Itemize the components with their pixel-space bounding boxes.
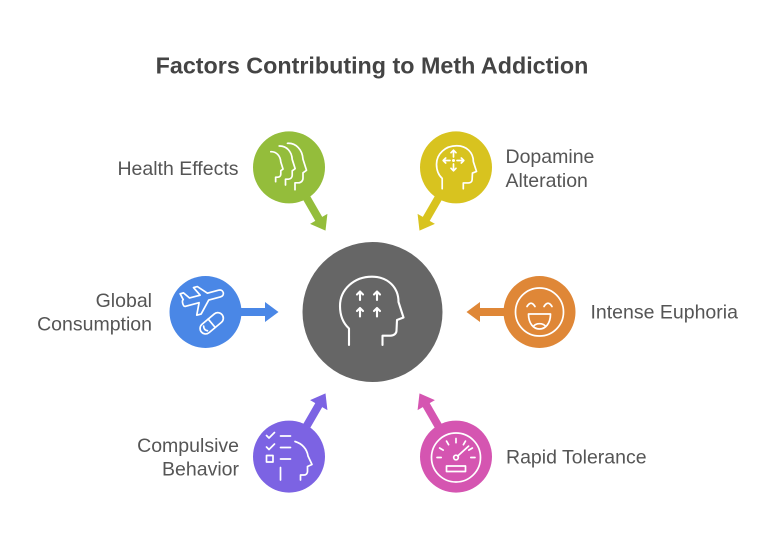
arrow-head xyxy=(310,393,328,411)
mouth xyxy=(529,314,551,329)
airplane-icon xyxy=(179,280,227,317)
gauge-needle xyxy=(458,446,469,456)
eye-right xyxy=(544,303,552,306)
label-compulsive-behavior-line-1: Compulsive xyxy=(137,435,239,457)
gauge-tick xyxy=(447,441,449,445)
head-profile-front xyxy=(288,143,307,190)
arrow-down xyxy=(451,164,456,171)
hub-node xyxy=(302,242,443,382)
head-outline xyxy=(340,277,404,345)
checklist-head-icon xyxy=(267,433,313,481)
arrow-up xyxy=(451,150,456,157)
up-arrow xyxy=(374,308,380,317)
label-health-effects: Health Effects xyxy=(117,158,238,180)
pill-highlight xyxy=(203,326,208,331)
up-arrow xyxy=(374,292,380,301)
needle-pivot xyxy=(454,455,459,460)
gauge-display xyxy=(447,466,466,472)
label-dopamine-alteration-line-1: Dopamine xyxy=(506,146,595,168)
up-arrow xyxy=(357,308,363,317)
hub-circle xyxy=(302,242,443,382)
head-profile xyxy=(295,442,312,481)
factor-global-consumption: Global Consumption xyxy=(37,276,279,348)
arrow-head xyxy=(310,213,328,231)
factor-compulsive-behavior: Compulsive Behavior xyxy=(137,393,328,493)
factor-dopamine-alteration: Dopamine Alteration xyxy=(417,131,595,231)
gauge-ring xyxy=(432,433,481,482)
overlapping-head-profiles-icon xyxy=(271,143,307,190)
empty-checkbox xyxy=(267,456,274,463)
checkmark-2 xyxy=(267,444,275,450)
node-circle-intense-euphoria xyxy=(503,276,576,348)
factor-rapid-tolerance: Rapid Tolerance xyxy=(417,393,647,493)
node-circle-dopamine-alteration xyxy=(420,131,492,204)
arrow-head xyxy=(265,302,279,322)
pill-divider xyxy=(208,319,215,327)
label-global-consumption-line-1: Global xyxy=(96,290,152,312)
head-profile-back xyxy=(271,152,283,182)
head-with-cross-arrows-icon xyxy=(437,146,477,189)
label-dopamine-alteration-line-2: Alteration xyxy=(506,170,588,192)
factor-intense-euphoria: Intense Euphoria xyxy=(466,276,739,348)
factor-health-effects: Health Effects xyxy=(117,131,328,231)
label-compulsive-behavior-line-2: Behavior xyxy=(162,459,239,481)
arrow-shaft xyxy=(478,308,513,316)
gauge-tick xyxy=(463,441,465,445)
arrow-global-consumption-to-hub xyxy=(232,302,279,322)
tongue xyxy=(534,324,546,327)
head-profile-middle xyxy=(279,146,295,185)
speedometer-gauge-icon xyxy=(432,433,481,482)
node-circle-compulsive-behavior xyxy=(253,420,325,493)
arrow-head xyxy=(466,302,480,322)
up-arrow xyxy=(357,292,363,301)
checkmark-1 xyxy=(267,433,275,439)
label-rapid-tolerance: Rapid Tolerance xyxy=(506,447,647,469)
gauge-tick xyxy=(440,448,444,450)
arrow-head xyxy=(417,213,435,231)
node-circle-health-effects xyxy=(253,131,325,204)
arrow-intense-euphoria-to-hub xyxy=(466,302,513,322)
node-circle-global-consumption xyxy=(169,276,242,348)
eye-left xyxy=(527,303,535,306)
label-global-consumption-line-2: Consumption xyxy=(37,313,152,335)
gauge-tick xyxy=(469,448,473,450)
airplane-and-pill-icon xyxy=(179,280,227,336)
face-outline xyxy=(516,288,564,336)
arrow-right xyxy=(457,158,464,163)
head-outline xyxy=(437,146,477,189)
label-intense-euphoria: Intense Euphoria xyxy=(591,302,739,324)
pill-icon xyxy=(198,310,226,336)
center-dot xyxy=(452,159,455,162)
diagram-title: Factors Contributing to Meth Addiction xyxy=(156,53,589,79)
laughing-face-icon xyxy=(516,288,564,336)
arrow-shaft xyxy=(232,308,267,316)
head-with-up-arrows-icon xyxy=(340,277,404,345)
arrow-head xyxy=(417,393,435,411)
arrow-left xyxy=(443,158,450,163)
